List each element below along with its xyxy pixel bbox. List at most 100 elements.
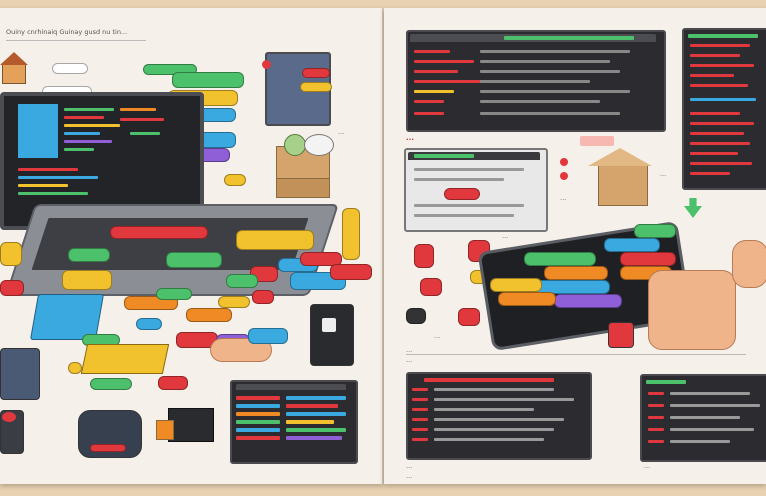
code-line [424,378,554,382]
battery-icon [608,322,634,348]
code-line [236,396,280,400]
floating-pill [300,252,342,266]
section-heading: ··· [406,136,414,144]
floating-pill [620,252,676,266]
highlight-tag [580,136,614,146]
code-line [414,178,504,181]
code-line [412,388,428,391]
code-line [690,142,750,145]
code-panel [682,28,766,190]
footer-text: ··· [406,464,413,472]
bullet-dot [560,158,568,166]
code-line [236,404,280,408]
code-line [64,140,112,143]
code-line [688,34,758,38]
floating-pill [330,264,372,280]
right-page: ··· ··· ··· ··· ··· ··· ··· [384,8,766,484]
floating-pill [172,72,244,88]
floating-pill [544,266,608,280]
code-line [670,416,740,419]
code-line [434,438,544,441]
code-line [646,380,686,384]
code-line [434,398,574,401]
floating-pill [0,242,22,266]
code-line [690,74,734,77]
cable-plug [406,308,426,324]
side-label: ··· [560,196,567,204]
code-line [130,132,160,135]
code-line [434,418,564,421]
floating-pill [444,188,480,200]
side-label: ··· [310,286,317,294]
side-label: ··· [502,234,509,242]
code-line [690,132,744,135]
package-box [598,164,648,206]
code-line [412,408,428,411]
code-line [286,412,346,416]
server-display [322,318,336,332]
dark-cube [168,408,214,442]
divider [6,40,146,41]
intro-text: Ouiny cnrhinaiq Guinay gusd nu tin... [6,28,128,36]
floating-pill [136,318,162,330]
floating-pill [300,82,332,92]
divider [406,354,746,355]
floating-pill [226,274,258,288]
floating-pill [524,252,596,266]
red-cap [2,412,16,422]
code-line [690,54,740,57]
floating-pill [110,226,208,239]
code-line [670,440,730,443]
cable-plug [458,308,480,326]
code-line [480,112,620,115]
code-line [504,36,634,40]
code-line [414,100,444,103]
code-line [690,84,748,87]
code-line [648,440,664,443]
hand-icon [732,240,766,288]
code-line [414,214,514,217]
code-line [648,428,664,431]
code-line [286,420,334,424]
yellow-block [80,344,170,374]
code-line [412,438,428,441]
code-line [414,168,524,171]
floating-pill [634,224,676,238]
code-line [236,420,280,424]
code-line [648,416,664,419]
left-page: Ouiny cnrhinaiq Guinay gusd nu tin... ··… [0,8,383,484]
code-line [670,404,760,407]
code-line [414,90,454,93]
code-line [18,168,78,171]
code-line [480,60,610,63]
floating-pill [166,252,222,268]
floating-pill [143,64,197,75]
speech-bubble-icon [304,134,334,156]
floating-pill [90,444,126,452]
floating-pill [224,174,246,186]
code-line [412,428,428,431]
floating-pill [68,362,82,374]
code-line [690,162,752,165]
gear-icon [284,134,306,156]
cable-plug [414,244,434,268]
floating-pill [252,290,274,304]
code-line [480,90,630,93]
floating-pill [90,378,132,390]
code-line [670,428,754,431]
code-block [18,104,58,158]
floating-pill [218,296,250,308]
code-line [480,50,630,53]
code-line [286,396,346,400]
code-line [236,412,280,416]
code-line [120,108,156,111]
floating-pill [156,288,192,300]
floating-pill [498,292,556,306]
cable-plug [420,278,442,296]
app-window [404,148,548,232]
code-line [286,428,346,432]
code-line [434,428,554,431]
code-line [414,112,444,115]
footer-text: ··· [406,474,413,482]
floating-pill [248,328,288,344]
